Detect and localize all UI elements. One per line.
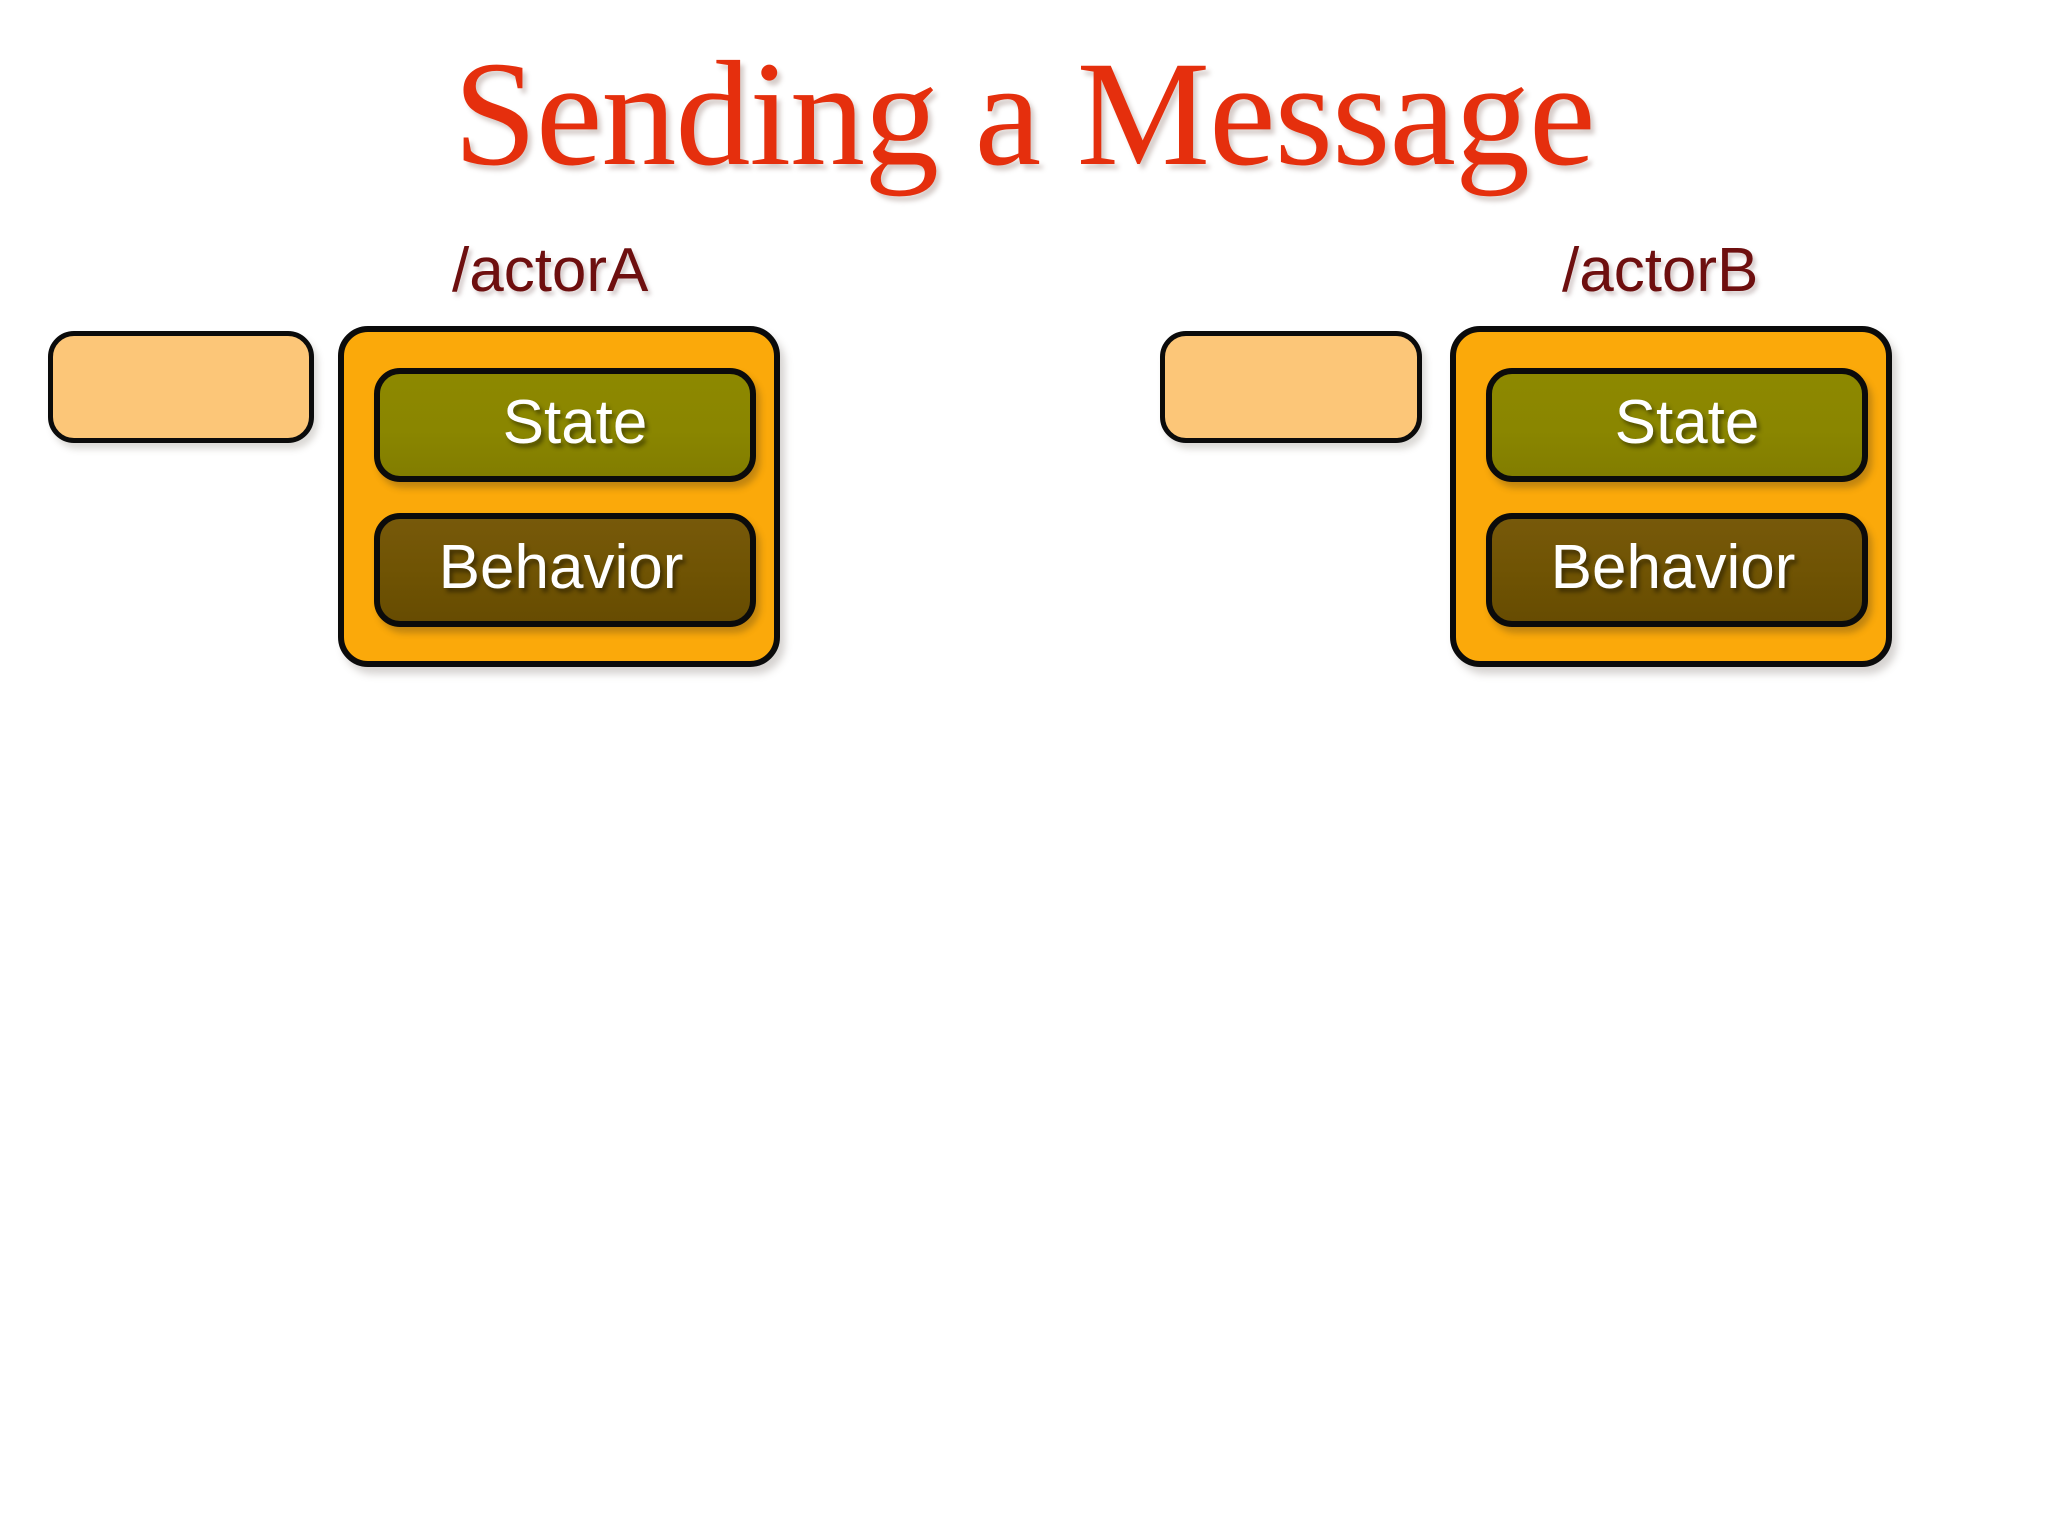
mailbox-actorA[interactable] bbox=[48, 331, 314, 443]
actor-caption-actorA: /actorA bbox=[452, 236, 649, 305]
behavior-slot-label: Behavior bbox=[438, 533, 684, 602]
behavior-slot-label: Behavior bbox=[1550, 533, 1796, 602]
state-slot-actorB[interactable]: State bbox=[1486, 368, 1868, 482]
mailbox-actorB[interactable] bbox=[1160, 331, 1422, 443]
behavior-slot-actorB[interactable]: Behavior bbox=[1486, 513, 1868, 627]
state-slot-label: State bbox=[1614, 388, 1760, 457]
actor-container-actorA[interactable]: State Behavior bbox=[338, 326, 780, 667]
actor-container-actorB[interactable]: State Behavior bbox=[1450, 326, 1892, 667]
behavior-slot-actorA[interactable]: Behavior bbox=[374, 513, 756, 627]
state-slot-actorA[interactable]: State bbox=[374, 368, 756, 482]
state-slot-label: State bbox=[502, 388, 648, 457]
page-title: Sending a Message bbox=[453, 31, 1595, 197]
actor-caption-actorB: /actorB bbox=[1562, 236, 1759, 305]
